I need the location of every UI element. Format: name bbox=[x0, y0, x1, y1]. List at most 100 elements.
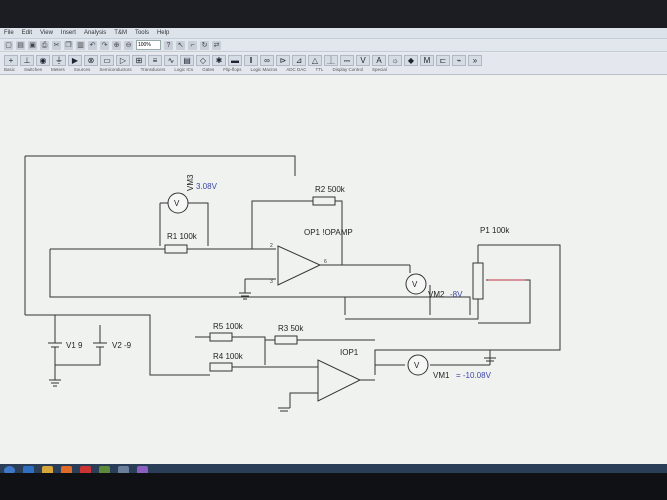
vm3-voltmeter[interactable] bbox=[167, 192, 189, 214]
print-icon[interactable]: ⎙ bbox=[40, 40, 49, 50]
ground-icon[interactable]: ⏊ bbox=[324, 55, 338, 66]
logic-ics-icon[interactable]: ▭ bbox=[100, 55, 114, 66]
menu-analysis[interactable]: Analysis bbox=[83, 30, 107, 36]
menu-edit[interactable]: Edit bbox=[21, 30, 33, 36]
menu-view[interactable]: View bbox=[40, 30, 53, 36]
wire-icon[interactable]: ⌐ bbox=[188, 40, 197, 50]
copy-icon[interactable]: ❐ bbox=[64, 40, 73, 50]
more-components-icon[interactable]: » bbox=[468, 55, 482, 66]
app-purple-icon[interactable] bbox=[137, 465, 148, 473]
ie-browser-icon[interactable] bbox=[23, 465, 34, 473]
display-control-icon[interactable]: ◇ bbox=[196, 55, 210, 66]
palette-label-display-control[interactable]: Display Control bbox=[332, 67, 364, 72]
cut-icon[interactable]: ✂ bbox=[52, 40, 61, 50]
iop1-opamp-body[interactable] bbox=[317, 359, 362, 402]
capacitor-icon[interactable]: ‖ bbox=[244, 55, 258, 66]
ammeter-icon[interactable]: A bbox=[372, 55, 386, 66]
transistor-icon[interactable]: ⊿ bbox=[292, 55, 306, 66]
fuse-icon[interactable]: ⌁ bbox=[452, 55, 466, 66]
file-explorer-icon[interactable] bbox=[42, 465, 53, 473]
undo-icon[interactable]: ↶ bbox=[88, 40, 97, 50]
r4-resistor[interactable] bbox=[209, 362, 233, 372]
palette-label-ttl[interactable]: TTL bbox=[315, 67, 324, 72]
voltmeter-icon[interactable]: V bbox=[356, 55, 370, 66]
palette-label-switches[interactable]: Switches bbox=[24, 67, 43, 72]
resistor-icon[interactable]: ▬ bbox=[228, 55, 242, 66]
meters-icon[interactable]: ◉ bbox=[36, 55, 50, 66]
adc-dac-icon[interactable]: ∿ bbox=[164, 55, 178, 66]
palette-label-gates[interactable]: Gates bbox=[202, 67, 215, 72]
basic-components-icon[interactable]: + bbox=[4, 55, 18, 66]
schematic-canvas[interactable]: V V V VM3 3.08V R2 500k R1 100k OP1 !OPA… bbox=[0, 75, 667, 473]
firefox-icon[interactable] bbox=[61, 465, 72, 473]
vm2-voltmeter[interactable] bbox=[405, 273, 427, 295]
inductor-icon[interactable]: ∞ bbox=[260, 55, 274, 66]
zoom-select[interactable]: 100% bbox=[136, 40, 161, 50]
r2-resistor[interactable] bbox=[312, 196, 336, 206]
new-file-icon[interactable]: ▢ bbox=[4, 40, 13, 50]
ttl-icon[interactable]: ▤ bbox=[180, 55, 194, 66]
motor-icon[interactable]: M bbox=[420, 55, 434, 66]
op1-pin-plus: 3 bbox=[270, 279, 273, 285]
open-folder-icon[interactable]: ▤ bbox=[16, 40, 25, 50]
menu-help[interactable]: Help bbox=[156, 30, 170, 36]
wire-mid-right bbox=[345, 296, 471, 315]
zoom-out-icon[interactable]: ⊖ bbox=[124, 40, 133, 50]
palette-label-semiconductors[interactable]: Semiconductors bbox=[99, 67, 132, 72]
r3-resistor[interactable] bbox=[274, 335, 298, 345]
pointer-icon[interactable]: ↖ bbox=[176, 40, 185, 50]
vm1-v-glyph: V bbox=[414, 361, 420, 370]
battery-icon[interactable]: ⎓ bbox=[340, 55, 354, 66]
app-red-icon[interactable] bbox=[80, 465, 91, 473]
palette-label-special[interactable]: Special bbox=[372, 67, 387, 72]
transducers-icon[interactable]: ⊗ bbox=[84, 55, 98, 66]
menu-insert[interactable]: Insert bbox=[60, 30, 76, 36]
app-gray-icon[interactable] bbox=[118, 465, 129, 473]
menu-tm[interactable]: T&M bbox=[114, 30, 127, 36]
logic-macros-icon[interactable]: ≡ bbox=[148, 55, 162, 66]
special-icon[interactable]: ✱ bbox=[212, 55, 226, 66]
circuit-schematic[interactable]: V V V VM3 3.08V R2 500k R1 100k OP1 !OPA… bbox=[0, 75, 667, 465]
app-green-icon[interactable] bbox=[99, 465, 110, 473]
r1-resistor[interactable] bbox=[164, 244, 188, 254]
switches-icon[interactable]: ⊥ bbox=[20, 55, 34, 66]
flip-icon[interactable]: ⇄ bbox=[212, 40, 221, 50]
relay-icon[interactable]: ⊏ bbox=[436, 55, 450, 66]
save-icon[interactable]: ▣ bbox=[28, 40, 37, 50]
sources-icon[interactable]: ⏚ bbox=[52, 55, 66, 66]
palette-label-basic[interactable]: Basic bbox=[4, 67, 16, 72]
diode-icon[interactable]: ⊳ bbox=[276, 55, 290, 66]
paste-icon[interactable]: ▥ bbox=[76, 40, 85, 50]
start-button-icon[interactable] bbox=[4, 465, 15, 473]
wire-iop1-plus bbox=[289, 392, 318, 408]
vm1-voltmeter[interactable] bbox=[407, 354, 429, 376]
vm2-reading: -8V bbox=[450, 290, 463, 299]
p1-potentiometer-body[interactable] bbox=[472, 262, 484, 300]
help-icon[interactable]: ? bbox=[164, 40, 173, 50]
lamp-icon[interactable]: ☼ bbox=[388, 55, 402, 66]
wire-top-left bbox=[25, 155, 296, 176]
opamp-icon[interactable]: △ bbox=[308, 55, 322, 66]
rotate-icon[interactable]: ↻ bbox=[200, 40, 209, 50]
palette-label-adc-dac[interactable]: ADC DAC bbox=[286, 67, 307, 72]
wire-vm1-left bbox=[374, 364, 405, 375]
menu-tools[interactable]: Tools bbox=[134, 30, 149, 36]
palette-label-transducers[interactable]: Transducers bbox=[140, 67, 166, 72]
palette-label-logic-macros[interactable]: Logic Macros bbox=[250, 67, 278, 72]
v1-label: V1 9 bbox=[66, 341, 83, 350]
palette-label-sources[interactable]: Sources bbox=[73, 67, 91, 72]
led-icon[interactable]: ◆ bbox=[404, 55, 418, 66]
gates-icon[interactable]: ▷ bbox=[116, 55, 130, 66]
op1-label: OP1 !OPAMP bbox=[304, 228, 353, 237]
flip-flops-icon[interactable]: ⊞ bbox=[132, 55, 146, 66]
semiconductors-icon[interactable]: ▶ bbox=[68, 55, 82, 66]
palette-label-meters[interactable]: Meters bbox=[51, 67, 65, 72]
zoom-in-icon[interactable]: ⊕ bbox=[112, 40, 121, 50]
menu-file[interactable]: File bbox=[4, 30, 14, 36]
palette-label-flip-flops[interactable]: Flip-flops bbox=[223, 67, 242, 72]
op1-opamp-body[interactable] bbox=[277, 245, 322, 286]
redo-icon[interactable]: ↷ bbox=[100, 40, 109, 50]
vm1-label: VM1 bbox=[433, 371, 450, 380]
palette-label-logic-ics[interactable]: Logic ICs bbox=[174, 67, 194, 72]
r5-resistor[interactable] bbox=[209, 332, 233, 342]
